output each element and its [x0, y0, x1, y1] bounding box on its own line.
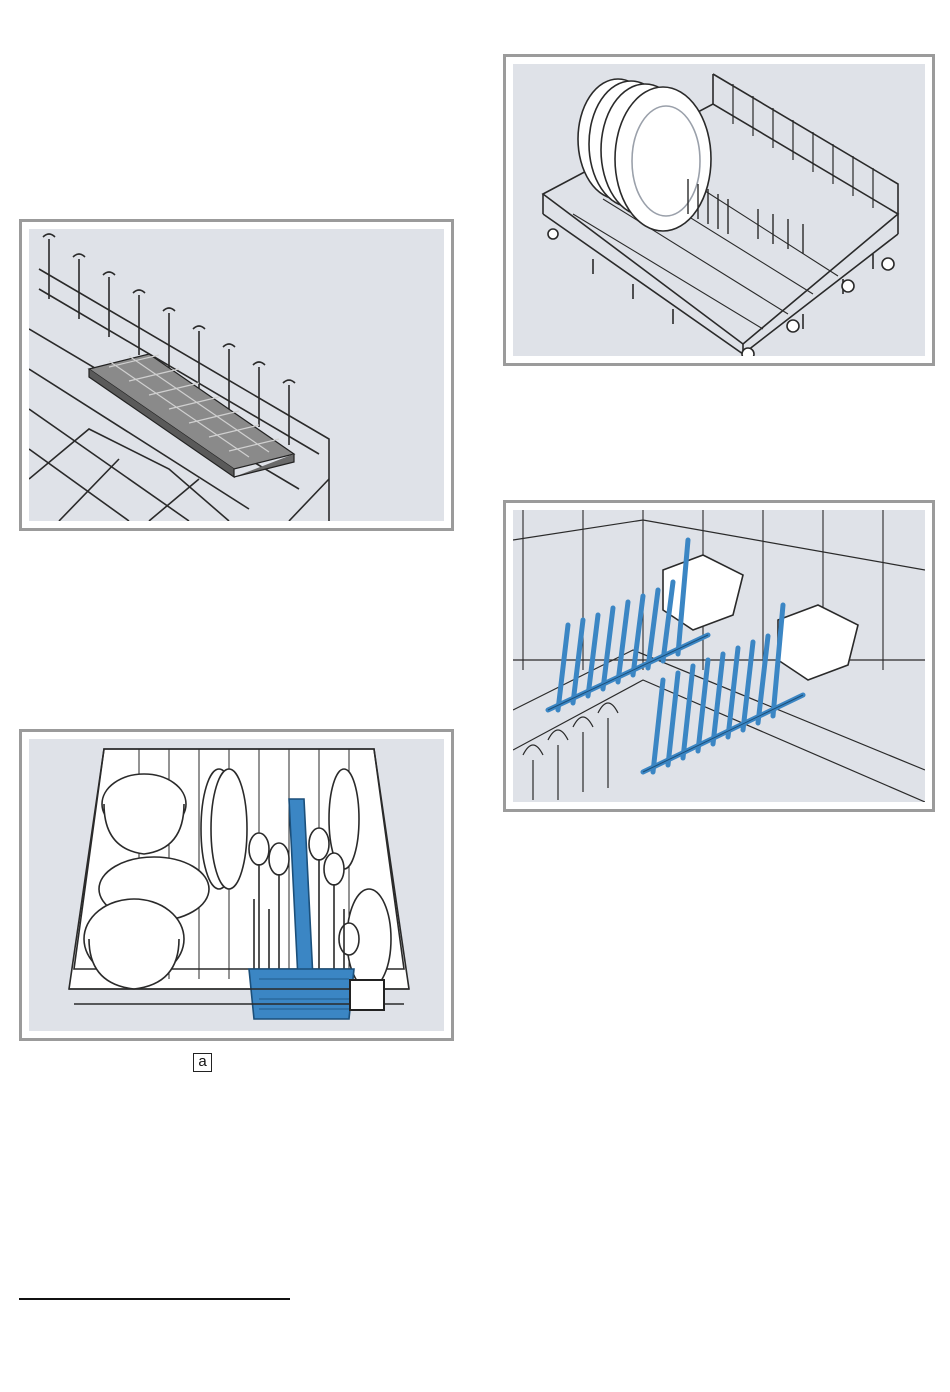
foldable-tines-icon — [513, 510, 925, 802]
upper-rack-figure — [503, 54, 935, 366]
footnote-rule — [19, 1298, 290, 1300]
cutlery-basket-figure — [19, 729, 454, 1041]
callout-box-a — [349, 979, 385, 1011]
rack-insert-figure — [19, 219, 454, 531]
rack-insert-icon — [29, 229, 444, 521]
callout-label-a: a — [193, 1053, 212, 1072]
foldable-tines-figure — [503, 500, 935, 812]
upper-rack-icon — [513, 64, 925, 356]
